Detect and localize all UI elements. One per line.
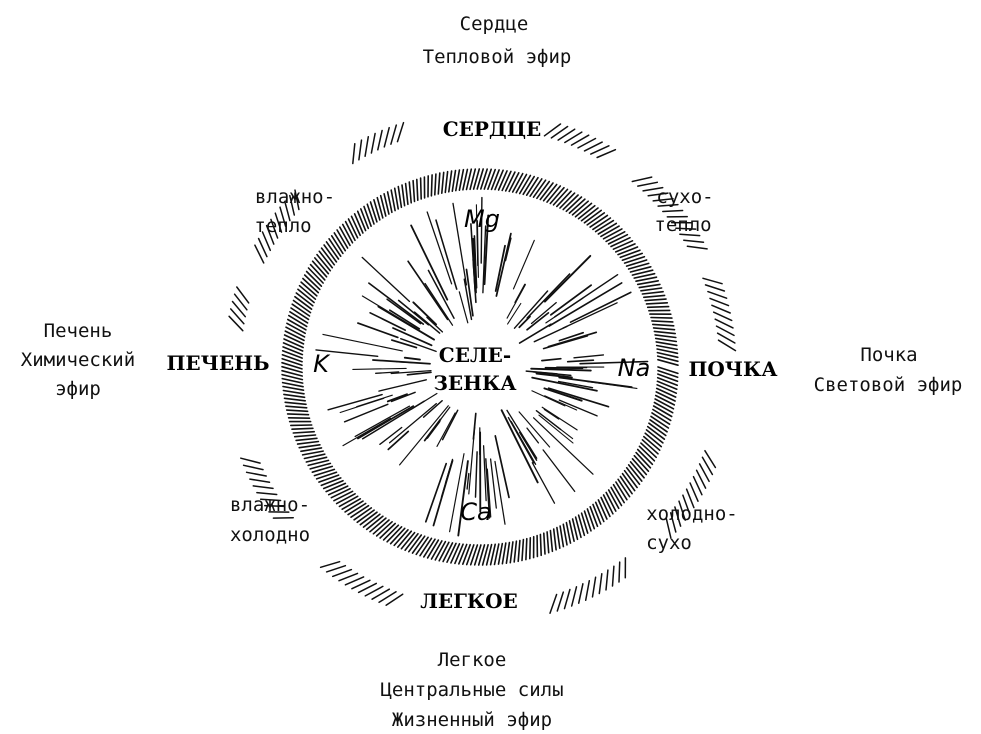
inner-hatched-ring	[281, 168, 679, 566]
center-label-line1: СЕЛЕ-	[439, 343, 511, 367]
left-outer-title-line2: Химический	[21, 349, 135, 371]
quality-lower-left-line2: холодно	[230, 524, 310, 546]
quality-upper-left-line2: тепло	[254, 215, 311, 237]
element-label-mg: Mg	[464, 205, 500, 233]
element-label-na: Na	[618, 354, 651, 382]
quality-upper-right-line2: тепло	[654, 214, 711, 236]
bottom-outer-title-line2: Центральные силы	[380, 679, 563, 701]
outer-hatched-ring	[228, 121, 737, 614]
right-outer-title-line2: Световой эфир	[814, 374, 963, 396]
center-rays	[315, 196, 649, 537]
organ-label-kidney: ПОЧКА	[688, 357, 778, 381]
quality-lower-left-line1: влажно-	[230, 494, 310, 516]
organ-label-heart: СЕРДЦЕ	[443, 117, 542, 141]
quality-lower-right-line2: сухо	[646, 532, 692, 554]
quality-upper-left-line1: влажно-	[255, 186, 335, 208]
right-outer-title-line1: Почка	[860, 344, 917, 366]
bottom-outer-title-line1: Легкое	[438, 649, 507, 671]
quality-upper-right-line1: сухо-	[656, 186, 713, 208]
center-label-backdrop	[438, 338, 514, 398]
element-label-k: K	[313, 350, 331, 378]
center-label-line2: ЗЕНКА	[433, 371, 517, 395]
quality-lower-right-line1: холодно-	[646, 503, 738, 525]
bottom-outer-title-line3: Жизненный эфир	[392, 709, 552, 731]
top-outer-title-line2: Тепловой эфир	[423, 46, 572, 68]
left-outer-title-line1: Печень	[44, 320, 113, 342]
organ-label-liver: ПЕЧЕНЬ	[166, 351, 269, 375]
organ-label-lung: ЛЕГКОЕ	[420, 589, 518, 613]
left-outer-title-line3: эфир	[55, 378, 101, 400]
top-outer-title-line1: Сердце	[460, 13, 529, 35]
element-label-ca: Ca	[460, 498, 491, 526]
